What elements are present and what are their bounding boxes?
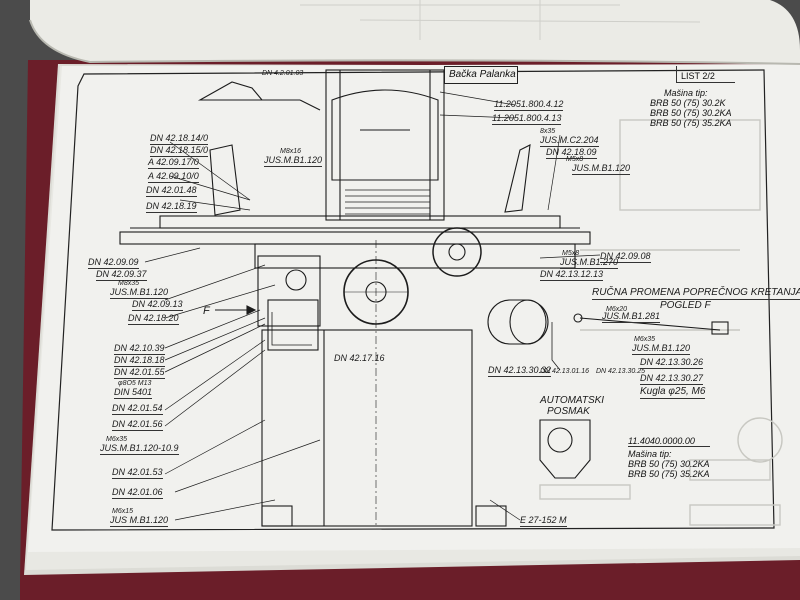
sheet-number: LIST 2/2 [681, 71, 715, 81]
part-label: DN 42.09.13 [132, 299, 183, 311]
part-label: DN 42.18.19 [146, 201, 197, 213]
machine-types-heading: Mašina tip: [628, 449, 672, 459]
part-label: DN 42.01.55 [114, 367, 165, 379]
part-label: DN 42.09.37 [96, 269, 147, 281]
part-label: E 27-152 M [520, 515, 567, 527]
part-label: 11.2051.800.4.13 [492, 113, 562, 125]
part-label: M8x35 [118, 280, 140, 287]
part-label: DN 42.09.09 [88, 257, 139, 269]
part-label: DN 42.01.56 [112, 419, 163, 431]
part-label: DN 42.01.54 [112, 403, 163, 415]
machine-type-line: BRB 50 (75) 30.2K [650, 98, 726, 108]
part-label: A 42.09.10/0 [148, 171, 199, 183]
view-f-note: POGLED F [660, 300, 711, 311]
machine-types-bottom: 11.4040.0000.00 Mašina tip: BRB 50 (75) … [628, 436, 710, 479]
part-label: JUS.M.B1.281 [602, 311, 661, 323]
title-text: Bačka Palanka [449, 69, 516, 80]
part-label: DN 42.13.30.32 [488, 365, 552, 377]
part-label: DN 42.13.12.13 [540, 269, 604, 281]
part-label: φ8O5 M13 [118, 380, 152, 387]
part-label: JUS M.B1.120 [110, 515, 169, 527]
part-label: DIN 5401 [114, 387, 153, 399]
part-label: DN 42.13.30.27 [640, 373, 704, 385]
part-label: JUS.M.B1.270 [560, 257, 619, 269]
part-label: M6x35 [634, 336, 656, 343]
ghost-print [539, 119, 783, 526]
part-label: DN 42.01.06 [112, 487, 163, 499]
part-label: DN 42.18.20 [128, 313, 179, 325]
part-label: JUS.M.B1.120-10.9 [100, 443, 179, 455]
machine-type-line: BRB 50 (75) 35.2KA [650, 118, 732, 128]
part-label: JUS.M.B1.120 [572, 163, 631, 175]
part-label: A 42.09.17/0 [148, 157, 199, 169]
grinder-drawing [119, 69, 729, 527]
part-label: DN 42.18.18 [114, 355, 165, 367]
auto-feed-note-2: POSMAK [547, 406, 590, 417]
part-label: M8x16 [280, 148, 302, 155]
part-label: JUS.M.C2.204 [540, 135, 599, 147]
auto-feed-note-1: AUTOMATSKI [540, 395, 605, 406]
part-label: M5x8 [562, 250, 580, 257]
part-label: DN 42.18.15/0 [150, 145, 209, 157]
part-label: JUS.M.B1.120 [264, 155, 323, 167]
part-label: JUS.M.B1.120 [110, 287, 169, 299]
drawing-sheet [28, 64, 800, 552]
part-label: DN 42.09.08 [600, 251, 651, 263]
part-label: DN 42.13.01.16 [540, 368, 590, 375]
machine-types-top: Mašina tip: BRB 50 (75) 30.2K BRB 50 (75… [650, 88, 732, 128]
part-label: DN 42.17.16 [334, 353, 385, 363]
title-box: Bačka Palanka [444, 66, 518, 84]
machine-type-line: BRB 50 (75) 35.2KA [628, 469, 710, 479]
part-label: DN 42.13.30.25 [596, 368, 646, 375]
view-f-marker: F [203, 305, 210, 317]
part-label: DN 42.01.48 [146, 185, 197, 197]
ball-note: Kugla φ25, M6 [640, 386, 706, 399]
part-label: DN 42.10.39 [114, 343, 165, 355]
part-label: M6x20 [606, 306, 628, 313]
assembly-code: 11.4040.0000.00 [628, 436, 710, 447]
part-label: DN 4.2.01.03 [262, 70, 304, 77]
machine-types-heading: Mašina tip: [664, 88, 708, 98]
part-label: M5x8 [566, 156, 584, 163]
part-label: M6x15 [112, 508, 134, 515]
sheet-number-box: LIST 2/2 [676, 66, 735, 83]
part-label: DN 42.13.30.26 [640, 357, 704, 369]
part-label: DN 42.01.53 [112, 467, 163, 479]
machine-type-line: BRB 50 (75) 30.2KA [650, 108, 732, 118]
machine-type-line: BRB 50 (75) 30.2KA [628, 459, 710, 469]
curled-page [30, 0, 800, 64]
manual-change-note: RUČNA PROMENA POPREČNOG KRETANJA [592, 288, 800, 300]
part-label: JUS.M.B1.120 [632, 343, 691, 355]
part-label: M6x35 [106, 436, 128, 443]
part-label: 8x35 [540, 128, 556, 135]
part-label: DN 42.18.14/0 [150, 133, 209, 145]
part-label: DN 42.18.09 [546, 147, 597, 159]
part-label: 11.2051.800.4.12 [494, 99, 564, 111]
